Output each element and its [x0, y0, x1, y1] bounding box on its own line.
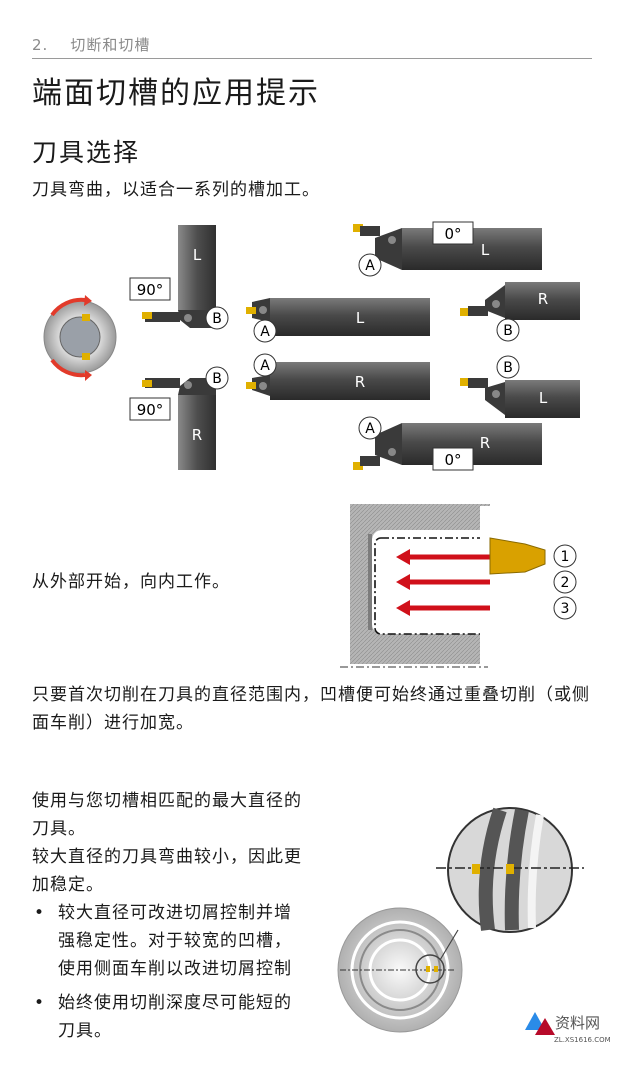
svg-text:3: 3	[561, 601, 570, 617]
watermark-text: 资料网	[555, 1014, 600, 1032]
mode-label-b: B	[503, 323, 513, 339]
tool-vertical-right-hand: R 90° B	[129, 366, 229, 470]
zoom-source-circle	[415, 954, 445, 984]
tool-stub-left-hand: L B	[460, 355, 580, 418]
widening-text: 只要首次切削在刀具的直径范围内，凹槽便可始终通过重叠切削（或侧面车削）进行加宽。	[32, 685, 590, 733]
mode-label-a: A	[260, 324, 270, 340]
mode-label-b: B	[503, 360, 513, 376]
mode-label-a: A	[365, 421, 375, 437]
hand-label-l: L	[539, 389, 548, 407]
tool-selection-diagram: L 90° B R 90° B L A R A	[43, 221, 580, 471]
hand-label-l: L	[356, 309, 365, 327]
tool-stub-right-hand: R B	[460, 282, 580, 342]
hand-label-r: R	[538, 290, 548, 308]
hand-label-r: R	[480, 434, 490, 452]
svg-text:1: 1	[561, 549, 570, 565]
hand-label-l: L	[481, 241, 490, 259]
tool-vertical-left-hand: L 90° B	[129, 225, 229, 330]
mode-label-a: A	[365, 258, 375, 274]
cutting-arrow	[396, 574, 490, 590]
outside-in-text: 从外部开始，向内工作。	[32, 572, 230, 592]
hand-label-l: L	[193, 246, 202, 264]
diameter-diagram: 资料网 ZL.XS1616.COM	[337, 807, 611, 1044]
bullet-item: • 始终使用切削深度尽可能短的刀具。	[32, 989, 304, 1045]
tool-offset-right-hand-0deg: R 0° A	[353, 416, 542, 471]
page-title: 端面切槽的应用提示	[32, 76, 320, 111]
diameter-bullet-list: • 较大直径可改进切屑控制并增强稳定性。对于较宽的凹槽，使用侧面车削以改进切屑控制…	[32, 899, 304, 1051]
mode-label-b: B	[212, 311, 222, 327]
outside-in-diagram: 1 2 3	[340, 504, 577, 668]
cutting-arrow	[396, 549, 490, 565]
mode-label-b: B	[212, 371, 222, 387]
chapter-title: 切断和切槽	[70, 36, 151, 54]
watermark-url: ZL.XS1616.COM	[554, 1036, 611, 1044]
step-3-marker: 3	[553, 596, 577, 620]
mode-label-a: A	[260, 358, 270, 374]
section-heading: 刀具选择	[32, 138, 141, 167]
tool-horizontal-right-hand: R A	[246, 353, 430, 400]
hand-label-r: R	[355, 373, 365, 391]
angle-0-label: 0°	[444, 225, 461, 243]
tool-horizontal-left-hand: L A	[246, 298, 430, 343]
angle-0-label: 0°	[444, 451, 461, 469]
workpiece-disc	[43, 295, 117, 381]
zoom-connector	[439, 929, 459, 961]
bullet-glyph: •	[34, 993, 46, 1013]
zoom-magnifier	[436, 807, 584, 933]
intro-text: 刀具弯曲，以适合一系列的槽加工。	[32, 180, 320, 200]
chapter-header: 2. 切断和切槽	[32, 34, 150, 55]
step-1-marker: 1	[553, 544, 577, 568]
svg-text:2: 2	[561, 575, 570, 591]
chapter-number: 2.	[32, 36, 49, 54]
diameter-text-2: 较大直径的刀具弯曲较小，因此更加稳定。	[32, 847, 302, 895]
bullet-glyph: •	[34, 903, 46, 923]
bullet-text: 始终使用切削深度尽可能短的刀具。	[58, 993, 292, 1041]
bullet-item: • 较大直径可改进切屑控制并增强稳定性。对于较宽的凹槽，使用侧面车削以改进切屑控制	[32, 899, 304, 983]
header-divider	[32, 58, 592, 59]
workpiece-face	[337, 907, 463, 1033]
cutting-arrow	[396, 600, 490, 616]
tool-offset-left-hand-0deg: L 0° A	[353, 221, 542, 277]
hand-label-r: R	[192, 426, 202, 444]
angle-90-label: 90°	[137, 401, 164, 419]
step-2-marker: 2	[553, 570, 577, 594]
watermark-logo: 资料网 ZL.XS1616.COM	[525, 1012, 611, 1044]
diameter-text-1: 使用与您切槽相匹配的最大直径的刀具。	[32, 791, 302, 839]
angle-90-label: 90°	[137, 281, 164, 299]
bullet-text: 较大直径可改进切屑控制并增强稳定性。对于较宽的凹槽，使用侧面车削以改进切屑控制	[58, 903, 292, 979]
